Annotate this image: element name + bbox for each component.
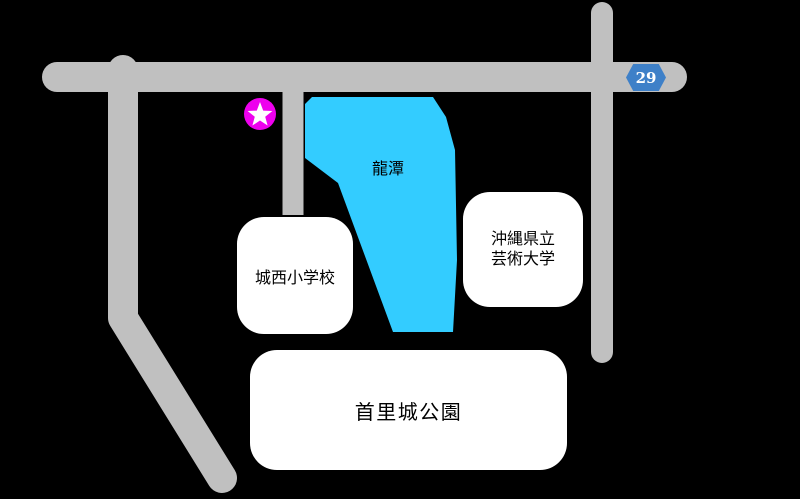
arts-university-label-line2: 芸術大学 bbox=[490, 250, 555, 268]
arts-university-label-line1: 沖縄県立 bbox=[490, 230, 555, 248]
building-okinawa-arts-university: 沖縄県立 芸術大学 bbox=[463, 192, 583, 307]
ryutan-pond-label: 龍潭 bbox=[371, 161, 404, 178]
left-bend-road bbox=[108, 55, 237, 493]
josei-elementary-label: 城西小学校 bbox=[254, 269, 335, 287]
location-marker bbox=[244, 98, 276, 130]
star-icon bbox=[247, 102, 273, 126]
building-josei-elementary: 城西小学校 bbox=[237, 217, 353, 334]
route-29-number: 29 bbox=[635, 68, 657, 87]
building-shurijo-park: 首里城公園 bbox=[250, 350, 567, 470]
ryutan-pond-shape bbox=[305, 97, 457, 332]
route-29-badge: 29 bbox=[626, 64, 666, 91]
arts-university-label: 沖縄県立 芸術大学 bbox=[491, 230, 555, 270]
shurijo-park-label: 首里城公園 bbox=[354, 401, 463, 424]
